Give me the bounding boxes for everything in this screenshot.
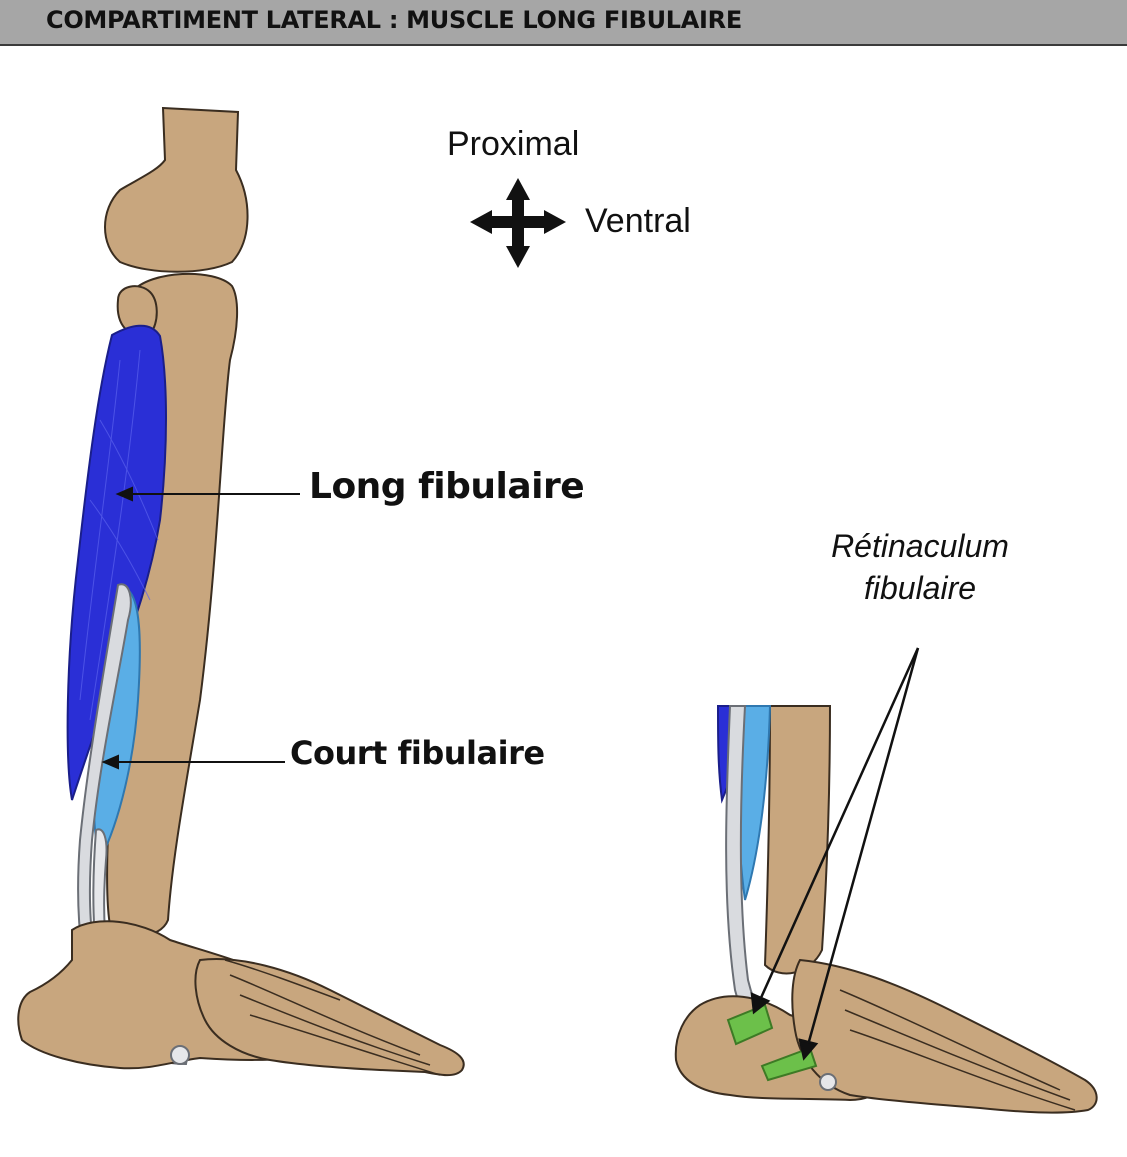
page-title: COMPARTIMENT LATERAL : MUSCLE LONG FIBUL…: [46, 6, 742, 34]
right-ankle-illustration: [674, 705, 1098, 1114]
court-fibulaire-label: Court fibulaire: [290, 734, 545, 772]
ventral-label: Ventral: [585, 202, 691, 240]
label-pointers: [101, 486, 300, 770]
left-leg-illustration: [17, 106, 465, 1077]
tibia-distal: [763, 705, 832, 975]
tendon-insertion: [170, 1045, 190, 1065]
header-bar: COMPARTIMENT LATERAL : MUSCLE LONG FIBUL…: [0, 0, 1127, 46]
femur-bone: [104, 106, 249, 273]
anatomy-figure: [17, 106, 1098, 1114]
proximal-label: Proximal: [447, 125, 580, 163]
retinaculum-pointers: [750, 647, 920, 1061]
long-fibulaire-label: Long fibulaire: [309, 466, 585, 507]
retinaculum-label: Rétinaculum fibulaire: [831, 528, 1009, 606]
four-way-arrow-icon: [470, 178, 566, 268]
